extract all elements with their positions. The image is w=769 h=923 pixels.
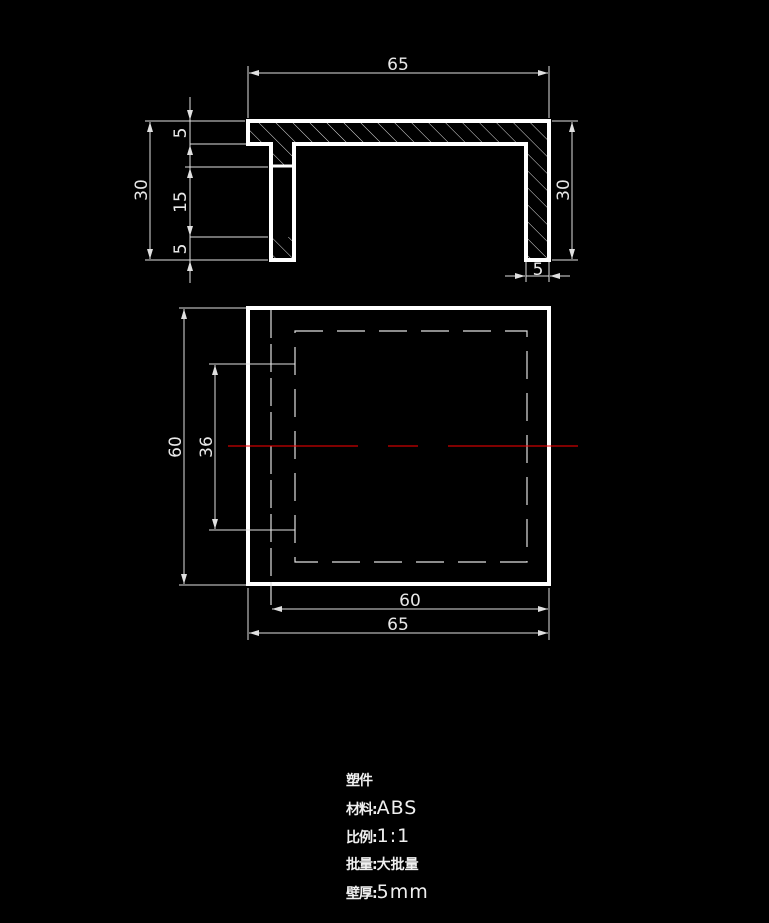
- dim-text: 5: [171, 128, 191, 139]
- dim-text: 60: [399, 591, 421, 611]
- dim-text: 5: [533, 260, 544, 280]
- technical-notes: 塑件 材料:ABS 比例:1:1 批量:大批量 壁厚:5mm: [346, 766, 429, 906]
- dim-text: 30: [132, 179, 152, 201]
- section-view: 65 30 5 15 5 30: [132, 55, 578, 283]
- dim-wall-thickness-5: [505, 262, 570, 282]
- note-material: 材料:ABS: [346, 797, 418, 819]
- top-view: 60 36 60 65: [166, 306, 578, 640]
- note-batch: 批量:大批量: [346, 857, 419, 873]
- dim-left-height-30: [145, 120, 268, 261]
- note-wall-thickness: 壁厚:5mm: [346, 881, 429, 903]
- dim-overall-width-65: [247, 588, 548, 640]
- dim-text: 30: [554, 179, 574, 201]
- dim-inner-height-36: [209, 363, 295, 531]
- note-title: 塑件: [346, 773, 373, 789]
- dim-stack-left: [185, 97, 268, 283]
- dim-text: 15: [171, 191, 191, 213]
- dim-right-height-30: [552, 120, 578, 261]
- dim-text: 65: [387, 55, 409, 75]
- section-outline: [246, 119, 551, 262]
- note-scale: 比例:1:1: [346, 825, 411, 847]
- section-hatch: [248, 121, 549, 260]
- dim-inner-width-60: [272, 588, 550, 640]
- dim-height-60: [179, 307, 246, 586]
- dim-text: 36: [197, 436, 217, 458]
- dim-text: 5: [171, 244, 191, 255]
- dim-text: 65: [387, 615, 409, 635]
- dim-text: 60: [166, 436, 186, 458]
- dim-overall-width-65: [247, 66, 550, 118]
- tab-bottom-hatch: [271, 237, 294, 260]
